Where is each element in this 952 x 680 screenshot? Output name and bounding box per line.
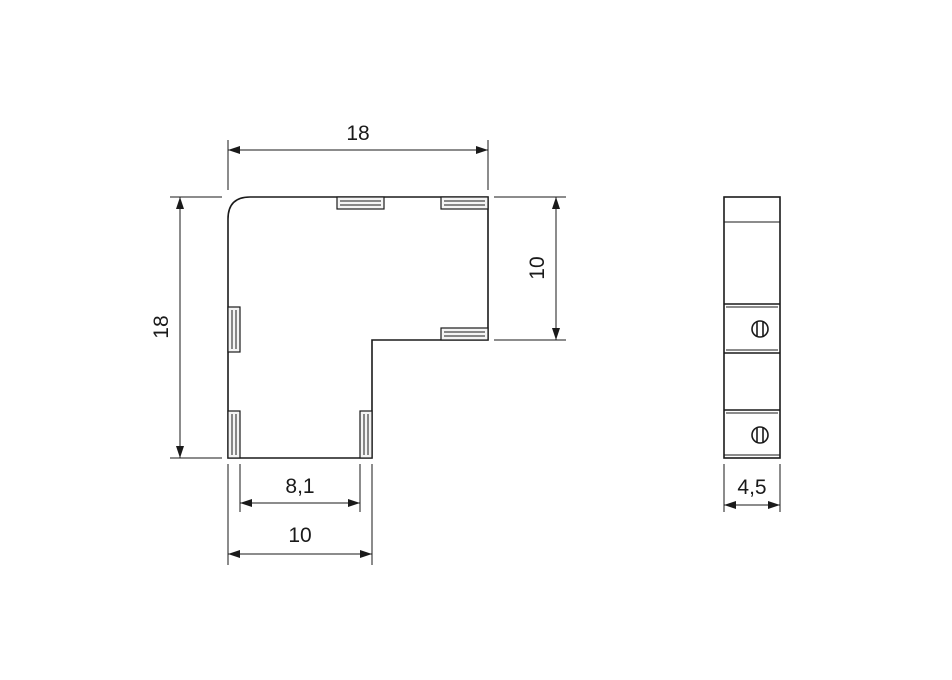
clip-slot-right-bottom	[359, 410, 373, 459]
clip-slots	[227, 196, 489, 459]
side-view: 4,5	[723, 196, 781, 512]
clip-slot-top-right	[440, 196, 489, 210]
dim-label-left-height: 18	[150, 315, 173, 338]
dim-label-bottom-width: 10	[288, 524, 311, 547]
dim-label-top-width: 18	[346, 122, 369, 145]
clip-slot-left-bottom	[227, 410, 241, 459]
l-corner-outline	[227, 196, 489, 459]
dim-label-side-thickness: 4,5	[737, 476, 766, 499]
clip-slot-left-middle	[227, 306, 241, 353]
clip-slot-top-left	[336, 196, 385, 210]
dim-label-inner-width: 8,1	[285, 475, 314, 498]
screw-lower	[751, 426, 769, 444]
clip-slot-inner-step	[440, 327, 489, 341]
dim-label-right-height: 10	[526, 256, 549, 279]
front-view: 18 18 10 8,1 10	[150, 122, 566, 565]
side-body-outline	[723, 196, 781, 459]
screw-upper	[751, 320, 769, 338]
